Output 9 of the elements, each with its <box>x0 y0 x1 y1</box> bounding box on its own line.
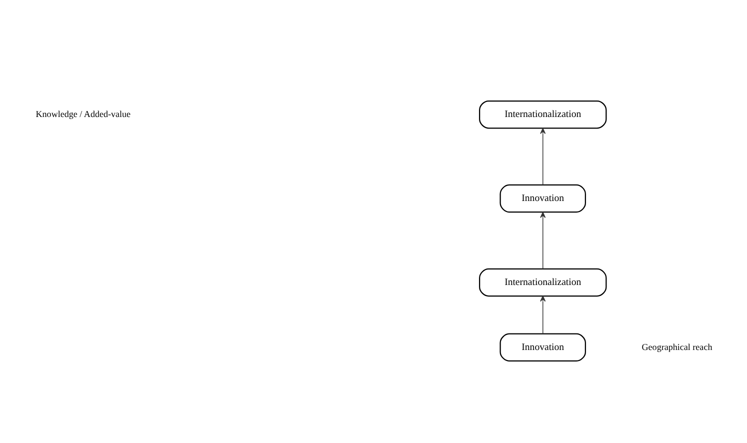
arrow <box>540 296 546 334</box>
arrow <box>540 128 546 186</box>
label: Knowledge / Added-value <box>36 108 131 119</box>
node-box: Internationalization <box>479 268 607 297</box>
node-box: Innovation <box>500 184 586 213</box>
label: Geographical reach <box>642 342 712 352</box>
node-box: Internationalization <box>479 100 607 129</box>
arrow <box>540 212 546 270</box>
node-box: Innovation <box>500 333 586 362</box>
